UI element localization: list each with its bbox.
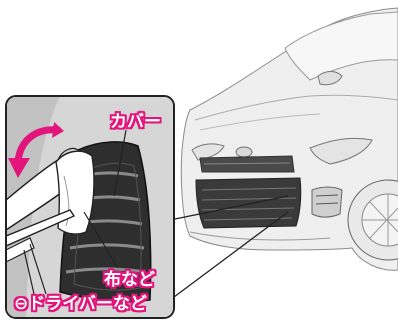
label-cloth: 布など: [104, 270, 155, 290]
label-screwdriver: ⊖ドライバーなど: [14, 294, 147, 314]
label-cover: カバー: [110, 112, 161, 132]
callout-lines: [169, 195, 289, 301]
car-drawing: [180, 7, 398, 271]
detail-inset: [5, 95, 175, 319]
